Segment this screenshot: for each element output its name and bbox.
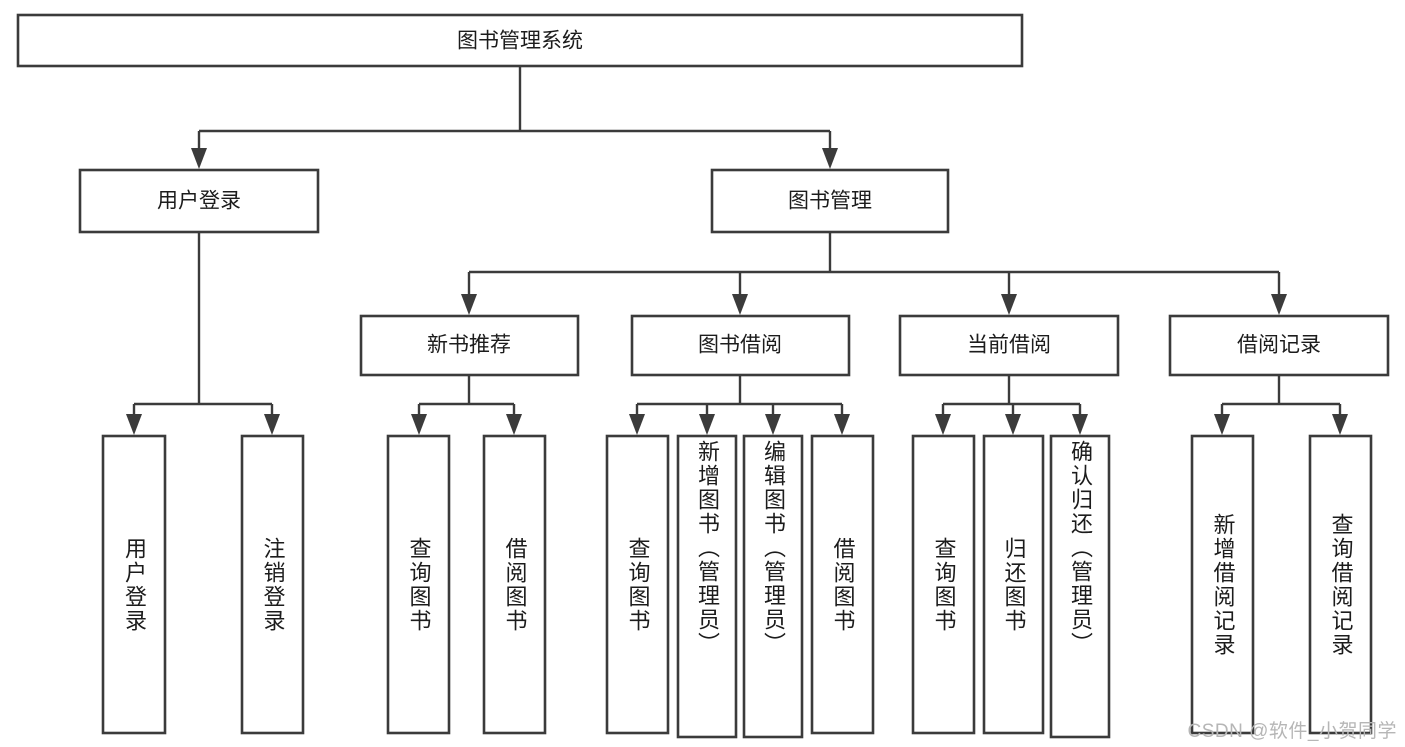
- arrowhead-leaf-user-login: [126, 414, 142, 435]
- node-leaf-query-record-box[interactable]: [1308, 434, 1373, 735]
- connector-group-bookborrow-to-leaves: [629, 375, 850, 435]
- node-borrow-record[interactable]: 借阅记录: [1168, 314, 1390, 377]
- arrowhead-leaf-borrow-book-1: [506, 414, 522, 435]
- arrowhead-leaf-confirm-return: [1072, 414, 1088, 435]
- arrowhead-leaf-borrow-book-2: [834, 414, 850, 435]
- watermark-text: CSDN @软件_小贺同学: [1187, 721, 1397, 742]
- node-leaf-query-book-3-box[interactable]: [911, 434, 976, 735]
- node-leaf-query-book-2-box[interactable]: [605, 434, 670, 735]
- node-new-book-rec[interactable]: 新书推荐: [359, 314, 580, 377]
- connector-group-currentborrow-to-leaves: [935, 375, 1088, 435]
- node-book-manage[interactable]: 图书管理: [710, 168, 950, 234]
- node-leaf-borrow-book-1-box[interactable]: [482, 434, 547, 735]
- node-book-manage-label: 图书管理: [788, 190, 872, 213]
- node-leaf-return-book-box[interactable]: [982, 434, 1045, 735]
- connector-group-newbook-to-leaves: [411, 375, 522, 435]
- node-leaf-logout-box[interactable]: [240, 434, 305, 735]
- arrowhead-leaf-edit-book: [765, 414, 781, 435]
- node-borrow-record-box[interactable]: [1168, 314, 1390, 377]
- node-leaf-confirm-return-box[interactable]: [1049, 434, 1111, 739]
- node-current-borrow-box[interactable]: [898, 314, 1120, 377]
- node-user-login[interactable]: 用户登录: [78, 168, 320, 234]
- arrowhead-leaf-query-record: [1332, 414, 1348, 435]
- node-leaf-user-login-box[interactable]: [101, 434, 167, 735]
- connector-group-root-to-level1: [191, 66, 838, 169]
- arrowhead-leaf-add-book: [699, 414, 715, 435]
- arrowhead-user-login: [191, 148, 207, 169]
- node-current-borrow-label: 当前借阅: [967, 334, 1051, 357]
- arrowhead-leaf-add-record: [1214, 414, 1230, 435]
- node-leaf-borrow-book-2-box[interactable]: [810, 434, 875, 735]
- arrowhead-leaf-query-book-3: [935, 414, 951, 435]
- node-root-label: 图书管理系统: [457, 30, 583, 53]
- node-book-manage-box[interactable]: [710, 168, 950, 234]
- arrowhead-book-borrow: [732, 294, 748, 315]
- node-user-login-label: 用户登录: [157, 190, 241, 213]
- arrowhead-book-manage: [822, 148, 838, 169]
- node-leaf-add-record-box[interactable]: [1190, 434, 1255, 735]
- node-book-borrow[interactable]: 图书借阅: [630, 314, 851, 377]
- node-new-book-rec-label: 新书推荐: [427, 334, 511, 357]
- arrowhead-leaf-query-book-1: [411, 414, 427, 435]
- node-borrow-record-label: 借阅记录: [1237, 334, 1321, 357]
- node-root[interactable]: 图书管理系统: [16, 13, 1024, 68]
- node-current-borrow[interactable]: 当前借阅: [898, 314, 1120, 377]
- arrowhead-new-book-rec: [461, 294, 477, 315]
- arrowhead-leaf-return-book: [1005, 414, 1021, 435]
- node-user-login-box[interactable]: [78, 168, 320, 234]
- connector-group-bookmanage-to-level2: [461, 232, 1287, 315]
- connector-group-borrowrecord-to-leaves: [1214, 375, 1348, 435]
- node-leaf-add-book-box[interactable]: [676, 434, 738, 739]
- arrowhead-leaf-logout: [264, 414, 280, 435]
- node-root-box[interactable]: [16, 13, 1024, 68]
- node-book-borrow-label: 图书借阅: [698, 334, 782, 357]
- node-leaf-query-book-1-box[interactable]: [386, 434, 451, 735]
- arrowhead-borrow-record: [1271, 294, 1287, 315]
- arrowhead-current-borrow: [1001, 294, 1017, 315]
- node-leaf-edit-book-box[interactable]: [742, 434, 804, 739]
- connector-group-userlogin-to-leaves: [126, 232, 280, 435]
- arrowhead-leaf-query-book-2: [629, 414, 645, 435]
- node-book-borrow-box[interactable]: [630, 314, 851, 377]
- node-new-book-rec-box[interactable]: [359, 314, 580, 377]
